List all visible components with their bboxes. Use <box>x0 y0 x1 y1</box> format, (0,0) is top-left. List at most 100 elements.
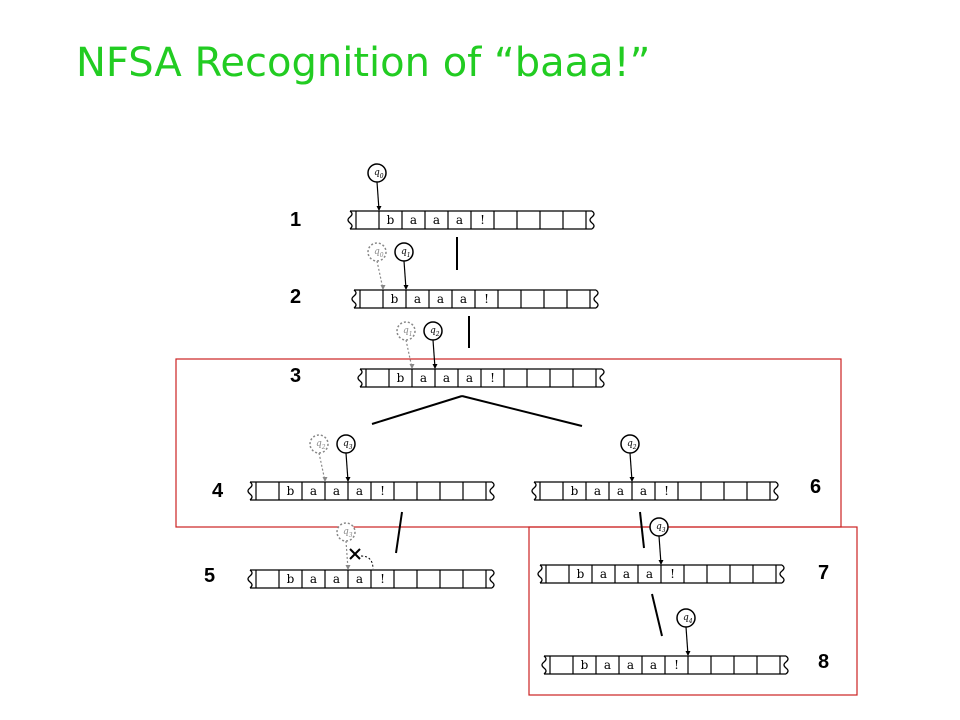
state-head-pointer <box>658 535 662 565</box>
state-head-pointer <box>629 452 633 482</box>
state-head-pointer <box>403 260 407 290</box>
tape-end-wave <box>489 481 495 501</box>
tape-cell-symbol: a <box>437 292 444 306</box>
row-label-6: 6 <box>810 476 821 498</box>
state-head-label: q1 <box>401 247 411 259</box>
tape-cell-symbol: a <box>333 484 340 498</box>
tape-cell-symbol: a <box>414 292 421 306</box>
state-subscript: 4 <box>688 618 693 625</box>
tape-cell-symbol: b <box>287 484 295 498</box>
reject-arc <box>360 555 374 570</box>
row-label-2: 2 <box>290 286 301 308</box>
state-head-arrowhead <box>380 285 386 290</box>
row-label-8: 8 <box>818 651 829 673</box>
tape-end-wave <box>247 569 253 589</box>
state-head-arrowhead <box>345 477 351 482</box>
highlight-box-accept <box>528 526 858 696</box>
tape-cell-symbol: b <box>577 567 585 581</box>
state-subscript: 2 <box>435 331 440 338</box>
tape-cell-symbol: a <box>456 213 463 227</box>
state-subscript: 2 <box>321 444 326 451</box>
tape-cell-symbol: ! <box>380 572 385 586</box>
tape-end-wave <box>783 655 789 675</box>
tape-cell-symbol: b <box>571 484 579 498</box>
state-head-label: q3 <box>656 522 666 534</box>
reject-mark <box>349 548 361 560</box>
state-subscript: 3 <box>349 532 353 539</box>
tape-cell-symbol: a <box>333 572 340 586</box>
tape-cell-symbol: ! <box>480 213 485 227</box>
tape-cell-symbol: ! <box>674 658 679 672</box>
state-subscript: 0 <box>380 173 384 180</box>
state-head-circle <box>336 522 356 542</box>
tape-cell-symbol: a <box>646 567 653 581</box>
tape-cell-symbol: ! <box>670 567 675 581</box>
tape-cell-symbol: a <box>466 371 473 385</box>
state-head-arrowhead <box>432 364 438 369</box>
state-head-label: q0 <box>374 168 384 180</box>
slide-title: NFSA Recognition of “baaa!” <box>76 40 651 86</box>
state-head-pointer <box>432 339 436 369</box>
state-subscript: 2 <box>632 444 637 451</box>
state-head-arrowhead <box>685 651 691 656</box>
state-subscript: 3 <box>349 444 353 451</box>
tape-end-wave <box>247 481 253 501</box>
row-label-5: 5 <box>204 565 215 587</box>
transition-line <box>461 395 583 427</box>
tape-cell-symbol: a <box>420 371 427 385</box>
state-head-label: q0 <box>374 247 384 259</box>
state-head-arrowhead <box>403 285 409 290</box>
tape-end-wave <box>531 481 537 501</box>
tape-cell-symbol: ! <box>484 292 489 306</box>
state-head-circle <box>309 434 329 454</box>
state-head-pointer <box>685 626 689 656</box>
tape-end-wave <box>357 368 363 388</box>
tape-cell-symbol: ! <box>490 371 495 385</box>
state-head-label: q2 <box>627 439 637 451</box>
tape-cell-symbol: b <box>287 572 295 586</box>
tape-end-wave <box>537 564 543 584</box>
state-subscript: 1 <box>409 331 413 338</box>
state-subscript: 1 <box>407 252 411 259</box>
state-head-pointer <box>345 540 349 570</box>
tape-cell-symbol: ! <box>664 484 669 498</box>
highlight-box-branch <box>175 358 842 528</box>
row-label-1: 1 <box>290 209 301 231</box>
state-head-circle <box>367 242 387 262</box>
tape-cell-symbol: b <box>581 658 589 672</box>
transition-line <box>639 511 645 549</box>
tape-cell-symbol: a <box>310 572 317 586</box>
state-head-label: q2 <box>316 439 326 451</box>
state-head-label: q2 <box>430 326 440 338</box>
tape-end-wave <box>347 210 353 230</box>
state-head-pointer <box>376 260 384 290</box>
state-head-pointer <box>405 339 413 369</box>
tape-cell-symbol: a <box>640 484 647 498</box>
tape-cell-symbol: a <box>594 484 601 498</box>
tape-cell-symbol: a <box>433 213 440 227</box>
state-head-pointer <box>345 452 349 482</box>
tape-end-wave <box>599 368 605 388</box>
tape-end-wave <box>489 569 495 589</box>
tape-cell-symbol: a <box>604 658 611 672</box>
state-head-arrowhead <box>345 565 351 570</box>
tape-cell-symbol: a <box>460 292 467 306</box>
state-head-label: q1 <box>403 326 413 338</box>
transition-line <box>371 395 463 425</box>
state-head-arrowhead <box>322 477 328 482</box>
state-head-pointer <box>318 452 326 482</box>
transition-line <box>395 511 403 554</box>
state-head-pointer <box>376 181 380 211</box>
tape-cell-symbol: a <box>310 484 317 498</box>
tape-end-wave <box>541 655 547 675</box>
tape-cell-symbol: a <box>623 567 630 581</box>
state-subscript: 0 <box>380 252 384 259</box>
tape-cell-symbol: a <box>410 213 417 227</box>
state-head-arrowhead <box>376 206 382 211</box>
tape-cell-symbol: a <box>356 484 363 498</box>
